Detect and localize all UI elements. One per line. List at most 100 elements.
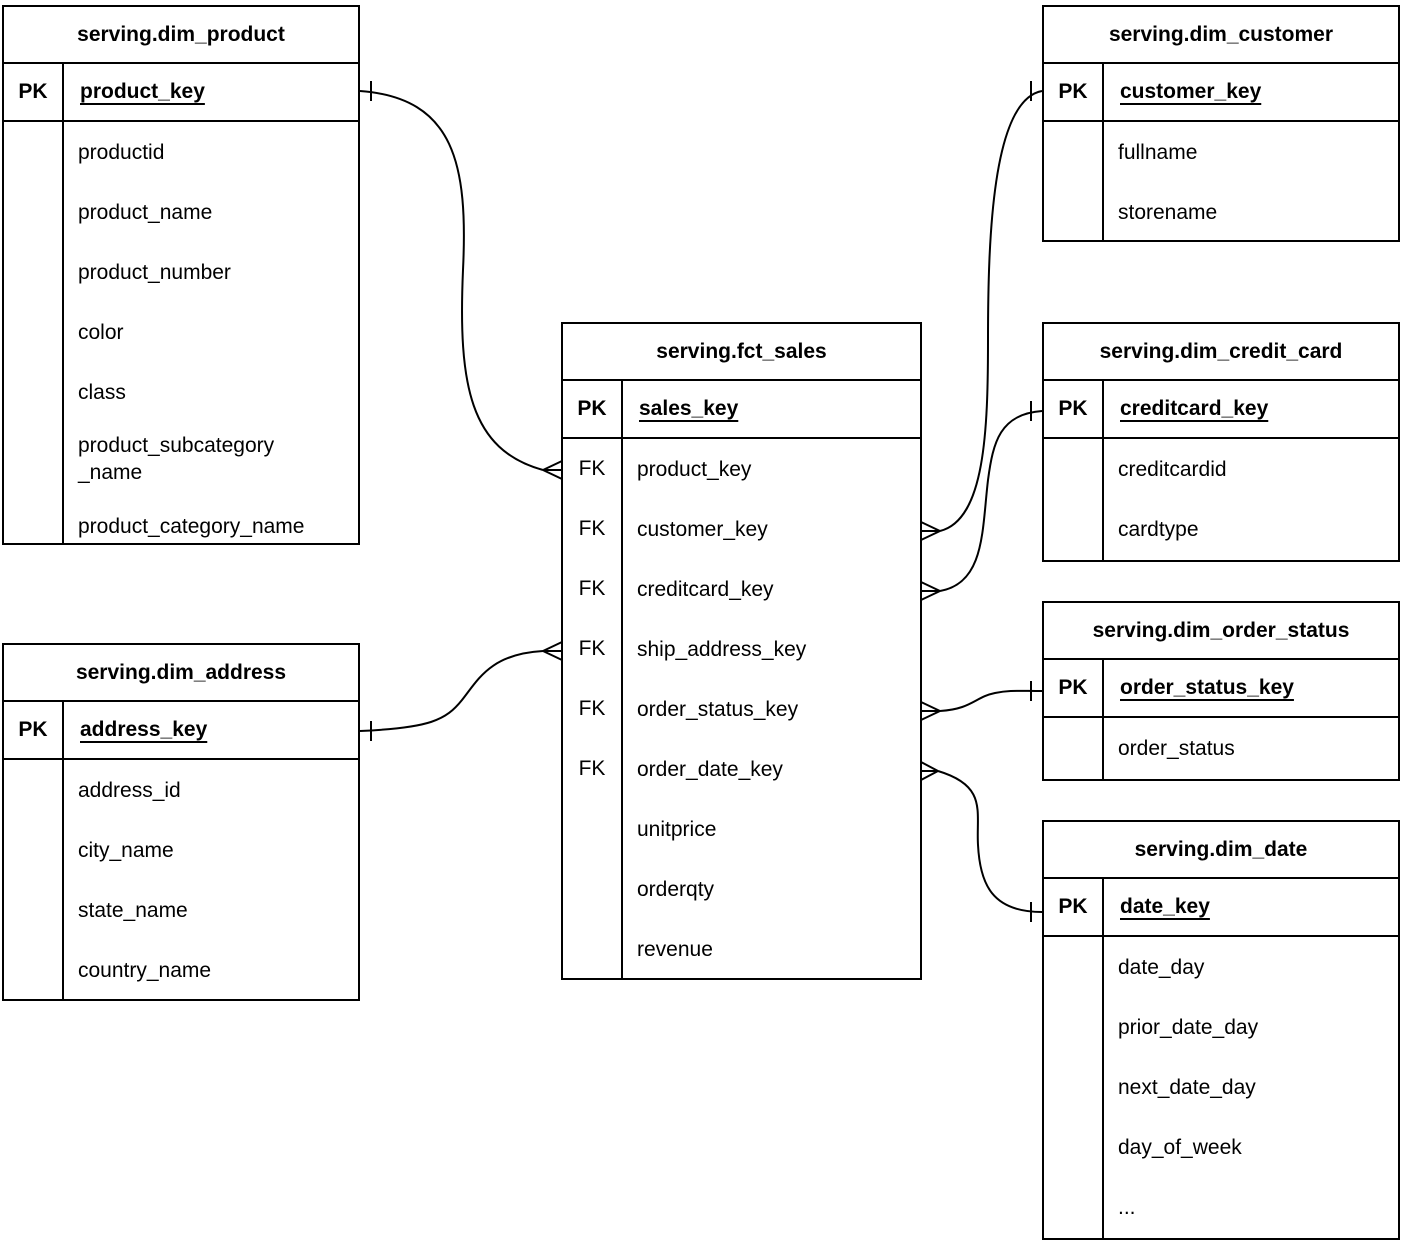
field-row: revenue bbox=[563, 919, 920, 978]
field-row: FK creditcard_key bbox=[563, 559, 920, 619]
field-badge bbox=[1044, 182, 1102, 240]
field-badge bbox=[1044, 439, 1102, 499]
field-row: unitprice bbox=[563, 799, 920, 859]
relationship-creditcard-sales[interactable] bbox=[920, 401, 1043, 601]
relationship-date-sales[interactable] bbox=[920, 761, 1043, 922]
field-row: city_name bbox=[4, 820, 358, 880]
field-name: order_date_key bbox=[637, 757, 783, 781]
field-name: product_number bbox=[78, 260, 231, 284]
field-badge bbox=[1044, 997, 1102, 1057]
field-badge bbox=[4, 940, 62, 999]
primary-key-name: sales_key bbox=[639, 397, 739, 420]
field-name: date_day bbox=[1118, 955, 1205, 979]
cardinality-many-crowfoot bbox=[920, 581, 941, 601]
field-row: country_name bbox=[4, 940, 358, 999]
fk-badge: FK bbox=[578, 757, 606, 780]
primary-key-row: PK address_key bbox=[4, 702, 358, 760]
entity-dim-product[interactable]: serving.dim_product PK product_key produ… bbox=[2, 5, 360, 545]
field-row: next_date_day bbox=[1044, 1057, 1398, 1117]
field-name: order_status_key bbox=[637, 697, 799, 721]
field-badge bbox=[1044, 122, 1102, 182]
field-name: fullname bbox=[1118, 140, 1198, 164]
field-name: product_key bbox=[637, 457, 752, 481]
primary-key-name: creditcard_key bbox=[1120, 397, 1269, 420]
entity-fields: fullname storename bbox=[1044, 122, 1398, 240]
field-name: country_name bbox=[78, 958, 212, 982]
field-name: ... bbox=[1118, 1195, 1136, 1219]
entity-title: serving.fct_sales bbox=[563, 324, 920, 381]
field-badge bbox=[563, 799, 621, 859]
field-badge bbox=[4, 182, 62, 242]
entity-dim-credit-card[interactable]: serving.dim_credit_card PK creditcard_ke… bbox=[1042, 322, 1400, 562]
field-name: product_name bbox=[78, 200, 213, 224]
field-name: next_date_day bbox=[1118, 1075, 1256, 1099]
field-badge bbox=[563, 919, 621, 978]
relationship-customer-sales[interactable] bbox=[920, 81, 1043, 541]
primary-key-name: address_key bbox=[80, 718, 208, 741]
entity-dim-customer[interactable]: serving.dim_customer PK customer_key ful… bbox=[1042, 5, 1400, 242]
entity-title: serving.dim_credit_card bbox=[1044, 324, 1398, 381]
field-row: FK order_status_key bbox=[563, 679, 920, 739]
field-name: productid bbox=[78, 140, 165, 164]
field-badge bbox=[4, 122, 62, 182]
field-name: creditcard_key bbox=[637, 577, 774, 601]
primary-key-name: customer_key bbox=[1120, 80, 1262, 103]
field-row: FK product_key bbox=[563, 439, 920, 499]
field-badge bbox=[563, 859, 621, 919]
field-row: FK order_date_key bbox=[563, 739, 920, 799]
entity-fields: order_status bbox=[1044, 718, 1398, 779]
relationship-product-sales[interactable] bbox=[359, 81, 563, 480]
entity-fct-sales[interactable]: serving.fct_sales PK sales_key FK produc… bbox=[561, 322, 922, 980]
field-badge bbox=[1044, 499, 1102, 559]
field-row: orderqty bbox=[563, 859, 920, 919]
field-row: date_day bbox=[1044, 937, 1398, 997]
entity-title: serving.dim_address bbox=[4, 645, 358, 702]
field-badge bbox=[1044, 937, 1102, 997]
entity-fields: productid product_name product_number co… bbox=[4, 122, 358, 543]
pk-badge: PK bbox=[4, 702, 64, 758]
field-row: color bbox=[4, 302, 358, 362]
primary-key-name: order_status_key bbox=[1120, 676, 1294, 699]
field-name: storename bbox=[1118, 200, 1218, 224]
field-row: product_subcategory_name bbox=[4, 422, 358, 496]
entity-title: serving.dim_order_status bbox=[1044, 603, 1398, 660]
field-row: ... bbox=[1044, 1177, 1398, 1237]
entity-fields: date_day prior_date_day next_date_day da… bbox=[1044, 937, 1398, 1238]
pk-badge: PK bbox=[1044, 879, 1104, 935]
field-name: class bbox=[78, 380, 126, 404]
field-badge bbox=[4, 242, 62, 302]
entity-dim-order-status[interactable]: serving.dim_order_status PK order_status… bbox=[1042, 601, 1400, 781]
primary-key-row: PK product_key bbox=[4, 64, 358, 122]
entity-title: serving.dim_product bbox=[4, 7, 358, 64]
entity-fields: address_id city_name state_name country_… bbox=[4, 760, 358, 999]
entity-dim-address[interactable]: serving.dim_address PK address_key addre… bbox=[2, 643, 360, 1001]
field-badge bbox=[4, 760, 62, 820]
fk-badge: FK bbox=[578, 637, 606, 660]
field-row: day_of_week bbox=[1044, 1117, 1398, 1177]
pk-badge: PK bbox=[1044, 381, 1104, 437]
cardinality-many-crowfoot bbox=[920, 761, 939, 781]
relationship-orderstatus-sales[interactable] bbox=[920, 681, 1043, 721]
field-badge bbox=[1044, 1177, 1102, 1237]
field-badge bbox=[4, 302, 62, 362]
field-name: orderqty bbox=[637, 877, 715, 901]
relationship-address-sales[interactable] bbox=[359, 641, 563, 741]
field-row: creditcardid bbox=[1044, 439, 1398, 499]
field-badge bbox=[4, 496, 62, 543]
field-name: prior_date_day bbox=[1118, 1015, 1259, 1039]
primary-key-row: PK date_key bbox=[1044, 879, 1398, 937]
field-row: cardtype bbox=[1044, 499, 1398, 559]
field-name: product_subcategory_name bbox=[78, 434, 275, 484]
field-name: creditcardid bbox=[1118, 457, 1227, 481]
field-name: order_status bbox=[1118, 736, 1235, 760]
field-row: prior_date_day bbox=[1044, 997, 1398, 1057]
field-badge bbox=[4, 362, 62, 422]
cardinality-many-crowfoot bbox=[920, 521, 941, 541]
primary-key-row: PK order_status_key bbox=[1044, 660, 1398, 718]
pk-badge: PK bbox=[1044, 64, 1104, 120]
entity-dim-date[interactable]: serving.dim_date PK date_key date_day pr… bbox=[1042, 820, 1400, 1240]
primary-key-name: date_key bbox=[1120, 895, 1210, 918]
field-name: cardtype bbox=[1118, 517, 1199, 541]
field-name: unitprice bbox=[637, 817, 717, 841]
